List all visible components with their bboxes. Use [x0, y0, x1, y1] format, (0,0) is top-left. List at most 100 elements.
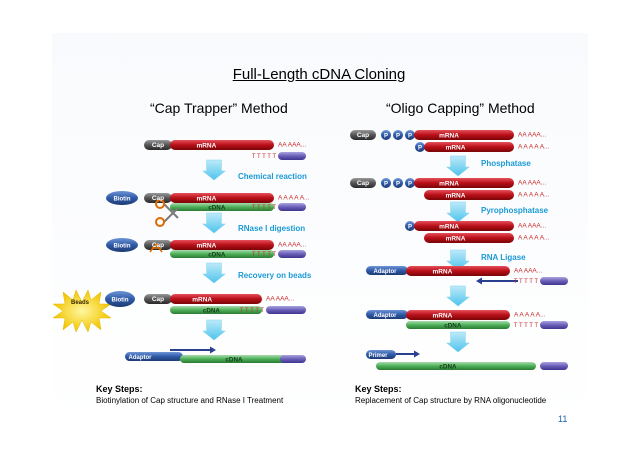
phosphate-circle — [393, 178, 403, 188]
mrna-label: mRNA — [439, 223, 459, 230]
poly-a-label: AA AAA... — [518, 223, 546, 230]
phosphate-circle — [405, 178, 415, 188]
page-number: 11 — [558, 414, 568, 424]
poly-a-label: AA AAA... — [278, 142, 306, 149]
cdna-strand — [170, 203, 274, 211]
mrna-label: mRNA — [196, 142, 216, 149]
poly-t-label: T T T T T — [252, 154, 276, 160]
phosphate-circle — [415, 142, 425, 152]
cdna-strand — [170, 306, 262, 314]
cdna-strand — [180, 355, 300, 363]
cdna-label: cDNA — [208, 251, 226, 258]
poly-t-label: T T T T T — [252, 205, 276, 211]
poly-a-label: A A A A A... — [518, 192, 550, 199]
bead-burst — [52, 289, 112, 333]
poly-t-label: T T T T T — [252, 252, 276, 258]
flow-arrow — [446, 331, 470, 353]
cdna-label: cDNA — [439, 363, 457, 370]
phosphate-label: P — [384, 133, 388, 139]
scissors-blades — [163, 203, 179, 223]
poly-t-strand — [278, 152, 306, 160]
poly-a-label: AA AAA... — [518, 180, 546, 187]
cdna-label: cDNA — [203, 307, 221, 314]
mrna-strand — [424, 233, 514, 243]
phosphate-label: P — [396, 133, 400, 139]
left-key-steps-text: Biotinylation of Cap structure and RNase… — [96, 396, 284, 405]
mrna-strand — [424, 190, 514, 200]
mrna-strand — [414, 178, 514, 188]
poly-a-label: A A A A A... — [514, 312, 546, 319]
step-chemical-reaction: Chemical reaction — [238, 172, 307, 181]
step-recovery-beads: Recovery on beads — [238, 271, 312, 280]
cap-block — [144, 240, 172, 250]
primer-block — [366, 350, 396, 359]
poly-t-strand — [540, 277, 568, 285]
cap-label: Cap — [357, 180, 369, 187]
phosphate-circle — [393, 130, 403, 140]
phosphate-circle — [381, 130, 391, 140]
mrna-label: mRNA — [432, 312, 452, 319]
poly-a-label: A A A A A... — [518, 144, 550, 151]
mrna-label: mRNA — [192, 296, 212, 303]
step-phosphatase: Phosphatase — [481, 159, 531, 168]
right-key-steps-text: Replacement of Cap structure by RNA olig… — [355, 396, 547, 405]
poly-t-strand — [266, 306, 306, 314]
mrna-label: mRNA — [446, 192, 466, 199]
phosphate-label: P — [408, 181, 412, 187]
cap-block — [144, 140, 172, 150]
phosphate-label: P — [408, 133, 412, 139]
step-rna-ligase: RNA Ligase — [481, 253, 526, 262]
cdna-label: cDNA — [225, 356, 243, 363]
cap-block — [350, 178, 376, 188]
cdna-strand — [376, 362, 536, 370]
poly-t-strand — [278, 250, 306, 258]
primer-arrowhead — [210, 346, 216, 354]
scissors-handle — [155, 199, 165, 209]
cdna-strand — [406, 321, 510, 329]
poly-a-label: A A A A A... — [518, 235, 550, 242]
poly-a-label: AA AAA... — [514, 268, 542, 275]
cdna-label: cDNA — [208, 204, 226, 211]
step-pyrophosphatase: Pyrophosphatase — [481, 206, 549, 215]
poly-t-strand — [278, 203, 306, 211]
poly-t-strand — [540, 321, 568, 329]
slide-title: Full-Length cDNA Cloning — [232, 66, 406, 83]
mrna-strand — [406, 310, 510, 320]
phosphate-label: P — [418, 145, 422, 151]
phosphate-label: P — [384, 181, 388, 187]
phosphate-circle — [405, 221, 415, 231]
biotin-tag-label: Biotin — [114, 243, 131, 249]
flow-arrow — [202, 159, 226, 181]
cap-label: Cap — [152, 142, 164, 149]
adaptor-label: Adaptor — [374, 269, 398, 275]
mrna-label: mRNA — [432, 268, 452, 275]
cap-label: Cap — [152, 296, 164, 303]
phosphate-circle — [405, 130, 415, 140]
flow-arrow — [202, 212, 226, 234]
mrna-label: mRNA — [196, 242, 216, 249]
phosphate-label: P — [408, 224, 412, 230]
mrna-label: mRNA — [446, 144, 466, 151]
flow-arrow — [202, 262, 226, 284]
primer-arrowhead — [414, 350, 420, 358]
adaptor-block — [366, 310, 408, 319]
phosphate-circle — [381, 178, 391, 188]
flow-arrow — [446, 249, 470, 271]
mrna-label: mRNA — [439, 180, 459, 187]
cap-block — [350, 130, 376, 140]
beads-label: Beads — [71, 300, 90, 306]
mrna-strand — [170, 140, 274, 150]
mrna-label: mRNA — [196, 195, 216, 202]
flow-arrow — [202, 319, 226, 341]
mrna-strand — [424, 142, 514, 152]
cdna-label: cDNA — [444, 322, 462, 329]
phosphate-label: P — [396, 181, 400, 187]
primer-label: Primer — [368, 353, 388, 359]
oligo-capping-heading: “Oligo Capping” Method — [386, 100, 535, 116]
poly-a-label: A A A A A... — [278, 195, 310, 202]
cdna-strand — [170, 250, 274, 258]
flow-arrow — [446, 201, 470, 223]
mrna-strand — [414, 221, 514, 231]
poly-a-label: AA AAA... — [278, 242, 306, 249]
cap-block — [144, 193, 172, 203]
